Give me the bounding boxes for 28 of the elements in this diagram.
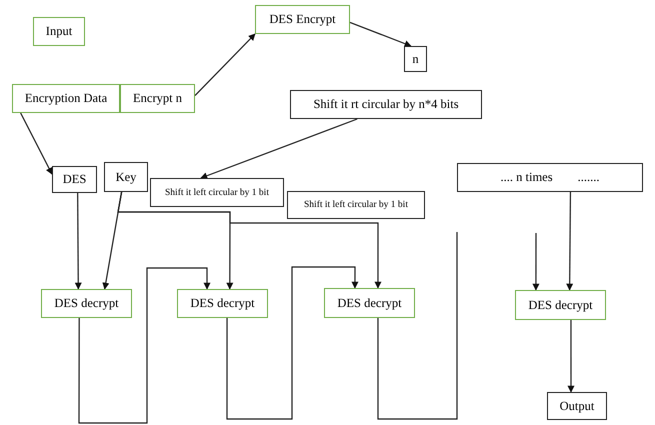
process-box: DES decrypt (515, 290, 606, 320)
arrow (78, 267, 211, 424)
arrow (194, 34, 256, 96)
arrow (74, 193, 82, 290)
process-box: DES decrypt (324, 288, 415, 318)
process-box: DES decrypt (41, 289, 132, 318)
box: Output (547, 392, 607, 420)
connector-line (377, 232, 458, 420)
arrow (200, 118, 358, 180)
arrow (117, 192, 382, 289)
box: Shift it left circular by 1 bit (150, 178, 284, 207)
process-box: Encrypt n (120, 84, 195, 113)
arrow (566, 192, 574, 291)
arrow (226, 266, 358, 420)
box: n (404, 46, 427, 72)
process-box: Input (33, 17, 85, 46)
process-box: DES decrypt (177, 289, 268, 318)
process-box: Encryption Data (12, 84, 120, 113)
arrow (350, 22, 412, 47)
box: .... n times ....... (457, 163, 643, 192)
box: Key (104, 162, 148, 192)
arrow (532, 233, 540, 291)
box: Shift it rt circular by n*4 bits (290, 90, 482, 119)
arrow (20, 112, 53, 175)
box: DES (52, 166, 97, 193)
arrow (568, 320, 574, 393)
box: Shift it left circular by 1 bit (287, 191, 425, 219)
process-box: DES Encrypt (255, 5, 350, 34)
